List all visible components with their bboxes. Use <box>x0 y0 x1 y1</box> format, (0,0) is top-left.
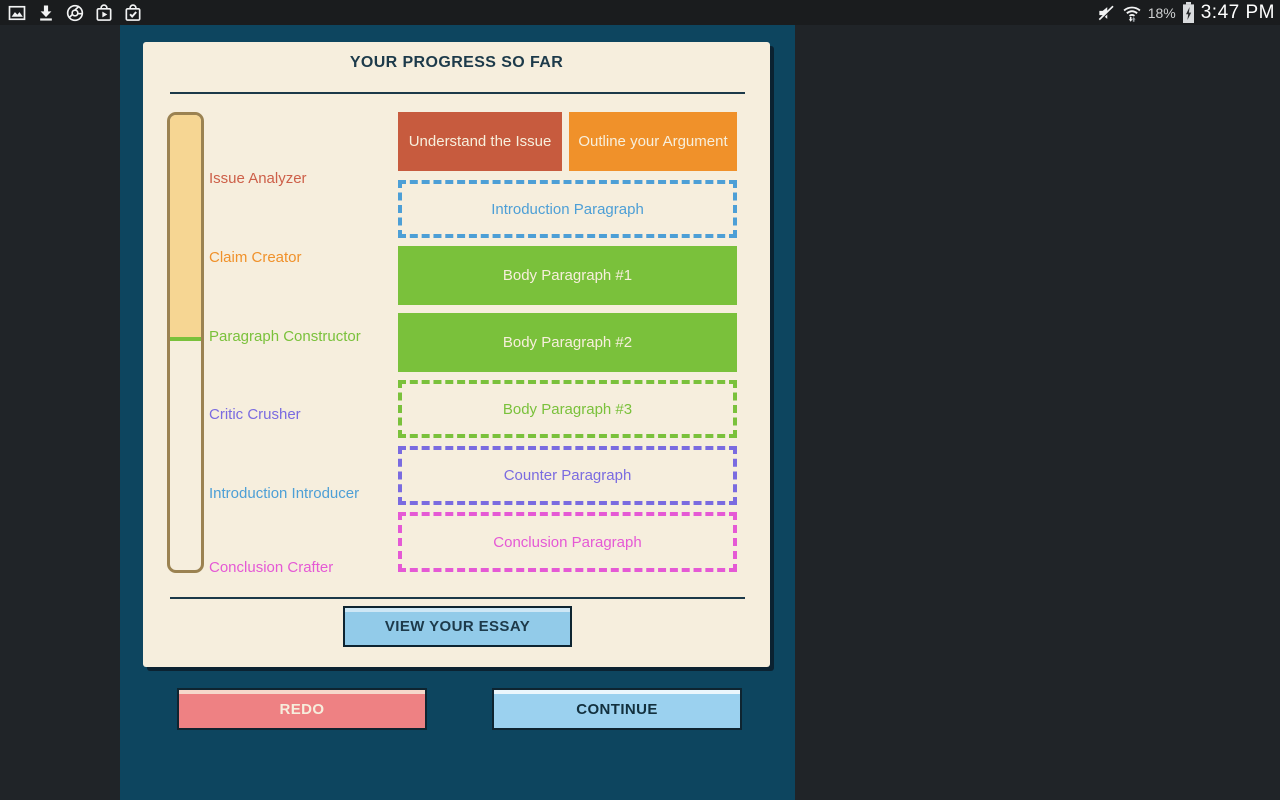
milestone-introduction-introducer: Introduction Introducer <box>209 485 360 502</box>
step-understand-the-issue[interactable]: Understand the Issue <box>398 112 562 171</box>
shop-check-icon <box>125 3 141 21</box>
progress-thermometer <box>167 112 204 573</box>
clock: 3:47 PM <box>1200 1 1275 23</box>
step-conclusion-paragraph[interactable]: Conclusion Paragraph <box>398 512 737 572</box>
chrome-icon <box>66 4 84 21</box>
step-introduction-paragraph[interactable]: Introduction Paragraph <box>398 180 737 238</box>
progress-card: YOUR PROGRESS SO FAR Issue Analyzer Clai… <box>143 42 770 667</box>
step-body-paragraph-2[interactable]: Body Paragraph #2 <box>398 313 737 372</box>
notification-icons <box>7 3 143 23</box>
battery-percent: 18% <box>1147 4 1176 21</box>
milestone-conclusion-crafter: Conclusion Crafter <box>209 559 334 576</box>
thermometer-fill <box>170 115 201 337</box>
step-body-paragraph-1[interactable]: Body Paragraph #1 <box>398 246 737 305</box>
thermometer-level-marker <box>170 337 201 341</box>
continue-button[interactable]: CONTINUE <box>492 688 742 730</box>
download-icon <box>40 5 52 21</box>
divider-bottom <box>170 597 745 599</box>
step-body-paragraph-3[interactable]: Body Paragraph #3 <box>398 380 737 438</box>
divider-top <box>170 92 745 94</box>
android-status-bar: 18% 3:47 PM <box>0 0 1280 25</box>
screenshot-icon <box>8 5 26 20</box>
system-status-icons: 18% 3:47 PM <box>1096 2 1275 24</box>
view-your-essay-button[interactable]: VIEW YOUR ESSAY <box>343 606 572 647</box>
battery-charging-icon <box>1182 2 1194 23</box>
step-outline-your-argument[interactable]: Outline your Argument <box>569 112 737 171</box>
step-row-top: Understand the Issue Outline your Argume… <box>398 112 737 171</box>
milestone-paragraph-constructor: Paragraph Constructor <box>209 328 361 345</box>
mute-icon <box>1098 5 1115 21</box>
milestone-issue-analyzer: Issue Analyzer <box>209 170 307 187</box>
page-title: YOUR PROGRESS SO FAR <box>349 54 564 71</box>
milestone-critic-crusher: Critic Crusher <box>209 406 301 423</box>
redo-button[interactable]: REDO <box>177 688 427 730</box>
play-store-icon <box>96 3 112 21</box>
wifi-icon <box>1123 6 1141 22</box>
step-counter-paragraph[interactable]: Counter Paragraph <box>398 446 737 505</box>
milestone-claim-creator: Claim Creator <box>209 249 302 266</box>
